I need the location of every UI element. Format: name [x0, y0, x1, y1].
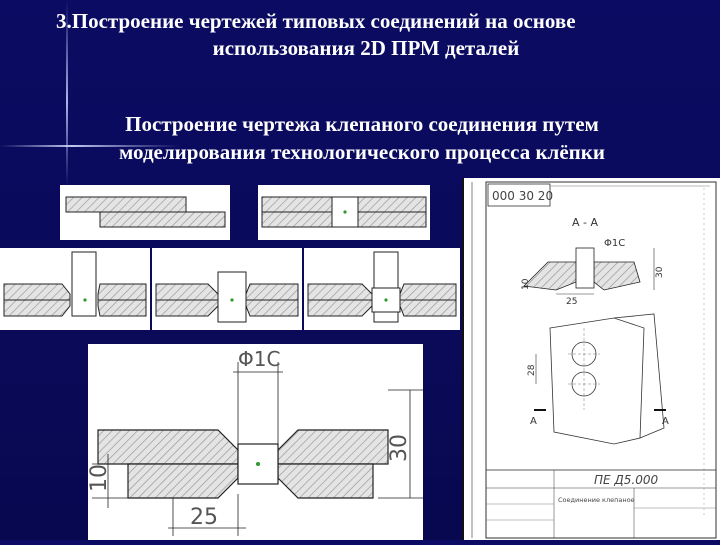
step-2-hole: [258, 185, 430, 240]
sheet-dim-left: 10: [521, 278, 531, 290]
sheet-dim-height: 30: [655, 266, 665, 278]
dim-diameter: Φ1C: [238, 347, 280, 371]
sheet-stamp-code: 000 30 20: [492, 189, 553, 203]
step-1-plates: [60, 185, 230, 240]
light-flare-horizontal: [0, 145, 180, 147]
light-flare-vertical: [66, 0, 68, 185]
slide-title: 3.Построение чертежей типовых соединений…: [56, 8, 676, 62]
dim-height: 30: [387, 434, 412, 462]
step-4-rivet-upset: [152, 248, 302, 330]
drawing-sheet: 000 30 20 А - А Φ1C 30 10 25 28 А А: [462, 178, 720, 540]
subtitle-line-2: моделирования технологического процесса …: [119, 140, 605, 164]
rivet-joint-detail: Φ1C 30 10 25: [88, 344, 423, 540]
sheet-dim-pitch: 28: [527, 364, 537, 376]
cut-label-right: А: [662, 416, 669, 427]
title-block-name: Соединение клепаное: [558, 496, 635, 504]
subtitle-line-1: Построение чертежа клепаного соединения …: [125, 112, 599, 136]
title-line-2: использования 2D ПРМ деталей: [212, 36, 520, 60]
step-5-rivet-formed: [304, 248, 460, 330]
dim-bottom: 25: [190, 505, 218, 530]
section-label: А - А: [572, 216, 598, 229]
slide-subtitle: Построение чертежа клепаного соединения …: [82, 110, 642, 166]
sheet-dim-diameter: Φ1C: [604, 238, 625, 249]
title-block-code: ПЕ Д5.000: [594, 473, 659, 487]
title-line-1: 3.Построение чертежей типовых соединений…: [56, 9, 576, 33]
cut-label-left: А: [530, 416, 537, 427]
sheet-dim-bottom: 25: [566, 297, 577, 307]
dim-left: 10: [88, 464, 112, 492]
step-3-rivet-insert: [0, 248, 150, 330]
